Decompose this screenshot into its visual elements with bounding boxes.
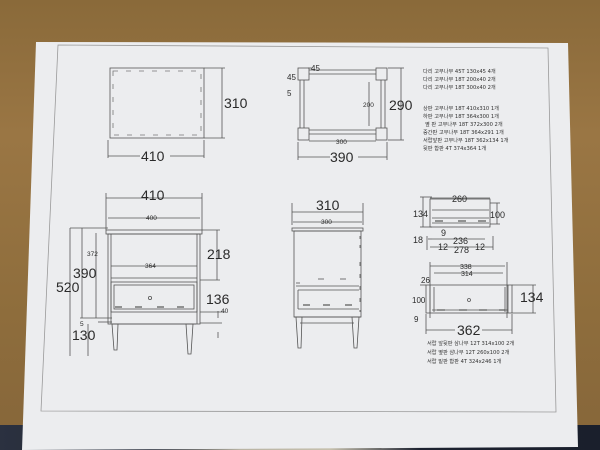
svg-text:134: 134	[520, 289, 544, 305]
front-gap-5: 5	[80, 321, 84, 328]
frame-outer-width: 390	[330, 149, 354, 165]
parts-list-body: 상판 고무나무 18T 410x310 1개 하판 고무나무 18T 364x3…	[423, 104, 509, 152]
svg-text:236: 236	[453, 236, 468, 246]
svg-text:260: 260	[452, 194, 467, 204]
front-upper-height: 218	[207, 246, 231, 262]
svg-text:134: 134	[413, 209, 428, 219]
svg-text:100: 100	[490, 210, 505, 220]
frame-inner-height: 200	[363, 102, 374, 109]
front-leg-height: 130	[72, 327, 96, 343]
front-drawer-height: 136	[206, 291, 230, 307]
front-side-height: 372	[87, 251, 98, 258]
svg-text:12: 12	[475, 242, 485, 252]
svg-text:362: 362	[457, 322, 481, 338]
svg-text:18: 18	[413, 235, 423, 245]
svg-text:뒷판 합판 4T 374x364 1개: 뒷판 합판 4T 374x364 1개	[423, 144, 486, 152]
front-view	[69, 193, 225, 356]
top-view	[107, 67, 225, 158]
svg-text:338: 338	[460, 264, 472, 271]
svg-text:278: 278	[454, 245, 469, 255]
svg-text:다리 고무나무 45T 130x45 4개: 다리 고무나무 45T 130x45 4개	[423, 67, 496, 75]
drawer-top-labels: 260 134 100 9 18 236 12 12 278	[413, 194, 505, 255]
drawer-front-labels: 338 314 26 100 9 134 362	[412, 264, 544, 338]
parts-list-drawer: 서랍 앞뒷판 삼나무 12T 314x100 2개 서랍 옆판 삼나무 12T …	[427, 339, 514, 365]
drawer-top-view	[420, 196, 500, 250]
front-top-width: 410	[141, 187, 165, 203]
front-inner-width: 400	[146, 215, 157, 222]
svg-text:100: 100	[412, 296, 426, 305]
frame-outer-height: 290	[389, 97, 413, 113]
front-drawer-gap: 40	[221, 308, 229, 315]
dash-marks	[115, 220, 505, 311]
top-width-label: 410	[141, 148, 165, 164]
svg-text:서랍 밑판 합판 4T 324x246 1개: 서랍 밑판 합판 4T 324x246 1개	[427, 357, 502, 365]
side-outer-depth: 310	[316, 197, 340, 213]
frame-inner-width: 300	[336, 139, 347, 146]
front-total-height: 520	[56, 279, 80, 295]
svg-text:26: 26	[421, 276, 430, 285]
top-depth-label: 310	[224, 95, 248, 111]
svg-text:9: 9	[441, 228, 446, 238]
svg-text:다리 고무나무 18T 200x40 2개: 다리 고무나무 18T 200x40 2개	[423, 75, 496, 83]
svg-text:상판 고무나무 18T 410x310 1개: 상판 고무나무 18T 410x310 1개	[423, 104, 499, 112]
svg-text:12: 12	[438, 242, 448, 252]
svg-text:다리 고무나무 18T 300x40 2개: 다리 고무나무 18T 300x40 2개	[423, 83, 496, 91]
front-body-height: 390	[73, 265, 97, 281]
front-shelf-width: 364	[145, 263, 156, 270]
svg-text:서랍 옆판 삼나무 12T 260x100 2개: 서랍 옆판 삼나무 12T 260x100 2개	[427, 348, 510, 356]
frame-5: 5	[287, 89, 292, 98]
frame-view	[297, 67, 404, 160]
side-view	[291, 203, 364, 349]
svg-text:9: 9	[414, 315, 419, 324]
drawer-front-view	[420, 262, 536, 334]
side-inner-depth: 300	[321, 219, 332, 226]
parts-list-legs: 다리 고무나무 45T 130x45 4개 다리 고무나무 18T 200x40…	[423, 67, 496, 91]
svg-text:중간판 고무나무 18T 364x291 1개: 중간판 고무나무 18T 364x291 1개	[423, 128, 504, 136]
svg-text:서랍 앞뒷판 삼나무 12T 314x100 2개: 서랍 앞뒷판 삼나무 12T 314x100 2개	[427, 339, 514, 347]
sheet-border	[40, 44, 557, 413]
paper-sheet	[22, 42, 578, 450]
frame-45-top: 45	[311, 64, 320, 73]
frame-45-side: 45	[287, 73, 296, 82]
svg-text:옆 판 고무나무 18T 372x300 2개: 옆 판 고무나무 18T 372x300 2개	[425, 120, 503, 128]
svg-text:하판 고무나무 18T 364x300 1개: 하판 고무나무 18T 364x300 1개	[423, 112, 499, 120]
svg-text:314: 314	[461, 271, 473, 278]
svg-text:서랍앞판 고무나무 18T 362x134 1개: 서랍앞판 고무나무 18T 362x134 1개	[423, 136, 509, 144]
